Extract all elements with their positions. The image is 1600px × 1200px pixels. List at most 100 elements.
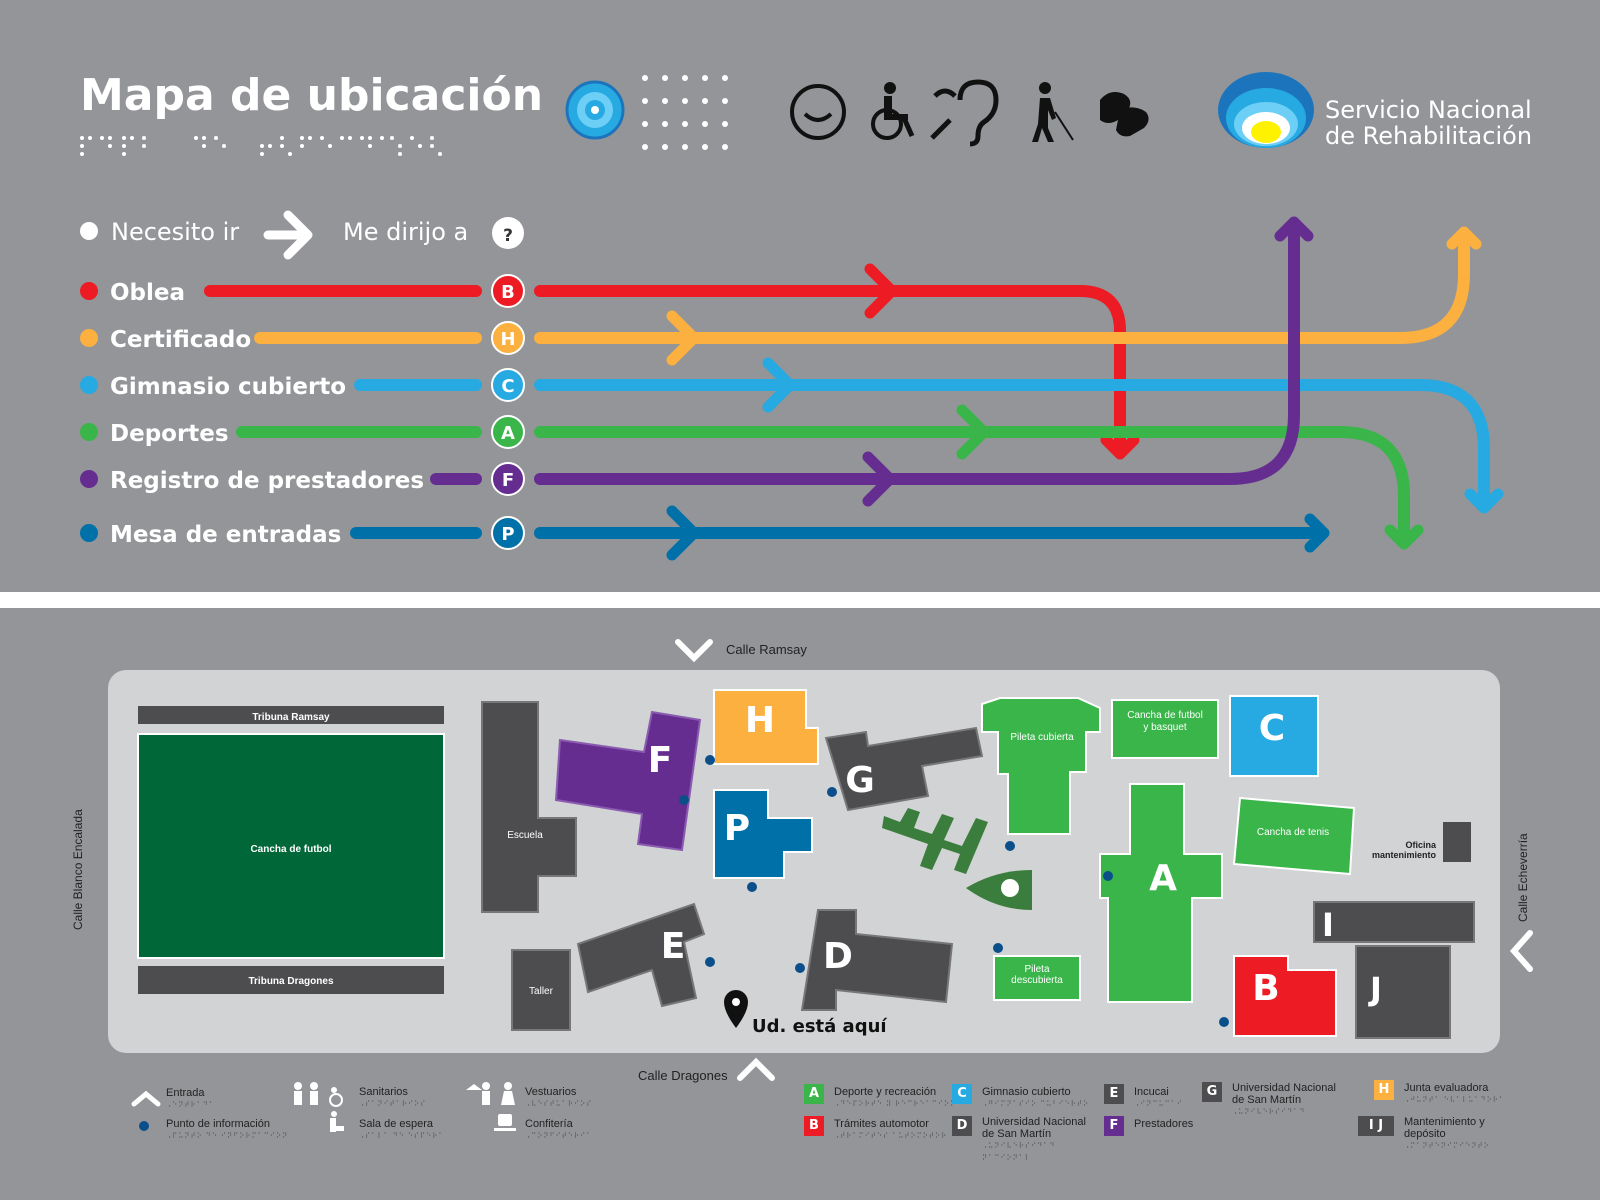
building-taller[interactable] bbox=[511, 949, 571, 1031]
question-mark: ? bbox=[503, 226, 513, 246]
building-d[interactable] bbox=[800, 909, 954, 1011]
legend-ij-swatch: I J bbox=[1358, 1116, 1394, 1136]
route-arrow-icon bbox=[864, 263, 898, 319]
fountain-shape bbox=[966, 870, 1032, 910]
route-destination-badge[interactable] bbox=[491, 321, 525, 355]
tribune-top-label: Tribuna Ramsay bbox=[252, 712, 330, 723]
pileta-cubierta-label: Pileta cubierta bbox=[1010, 732, 1074, 743]
route-line bbox=[534, 379, 1490, 510]
info-point-icon bbox=[139, 1121, 149, 1131]
route-end-arrow-icon bbox=[1384, 524, 1424, 550]
route-end-arrow-icon bbox=[1100, 434, 1140, 460]
legend-ij: Mantenimiento y depósito⠠⠍⠁⠝⠞⠑⠝⠊⠍⠊⠑⠝⠞⠕ bbox=[1404, 1116, 1490, 1150]
legend-d: Universidad Nacional de San Martín⠠⠥⠝⠊⠧⠑… bbox=[982, 1116, 1086, 1162]
entrance-chevron-icon bbox=[131, 1090, 161, 1107]
building-f[interactable] bbox=[554, 710, 702, 852]
route-arrow-icon bbox=[666, 310, 700, 366]
need-label: Necesito ir bbox=[111, 218, 239, 246]
route-row-c: Gimnasio cubierto C bbox=[80, 357, 1504, 514]
route-destination-letter: B bbox=[501, 282, 515, 303]
route-destination-badge[interactable] bbox=[491, 516, 525, 550]
route-dot-icon bbox=[80, 423, 98, 441]
tribune-bottom-label: Tribuna Dragones bbox=[248, 976, 333, 987]
building-c[interactable] bbox=[1229, 695, 1319, 777]
legend-d-swatch: D bbox=[952, 1116, 972, 1136]
entrance-top-icon[interactable] bbox=[675, 639, 713, 663]
braille-dots-icon bbox=[642, 75, 728, 150]
route-line bbox=[534, 228, 1470, 344]
building-i[interactable] bbox=[1313, 901, 1475, 943]
blind-person-icon bbox=[1032, 82, 1074, 142]
building-oficina[interactable] bbox=[1443, 822, 1471, 862]
org-name-line2: de Rehabilitación bbox=[1325, 122, 1532, 150]
entrance-right-icon[interactable] bbox=[1509, 930, 1533, 972]
building-escuela[interactable] bbox=[481, 701, 577, 913]
autism-icon bbox=[790, 84, 846, 140]
you-are-here-label: Ud. está aquí bbox=[752, 1016, 887, 1037]
origin-dot-icon bbox=[80, 222, 98, 240]
changing-room-icon bbox=[466, 1082, 515, 1105]
route-destination-badge[interactable] bbox=[491, 462, 525, 496]
building-j-letter: J bbox=[1368, 970, 1382, 1008]
visual-impairment-icon bbox=[565, 80, 625, 140]
route-end-arrow-icon bbox=[1446, 226, 1482, 250]
legend-a: Deporte y recreación⠠⠙⠑⠏⠕⠗⠞⠑ ⠽ ⠗⠑⠉⠗⠑⠁⠉⠊⠕… bbox=[834, 1086, 957, 1108]
you-are-here-pin-icon bbox=[724, 990, 748, 1028]
route-destination-badge[interactable] bbox=[491, 368, 525, 402]
arrow-right-icon bbox=[263, 210, 313, 260]
building-g-letter: G bbox=[845, 760, 875, 801]
route-label: Registro de prestadores bbox=[110, 468, 424, 494]
building-a-letter: A bbox=[1149, 858, 1177, 899]
street-top: Calle Ramsay bbox=[726, 642, 807, 657]
legend-c-swatch: C bbox=[952, 1084, 972, 1104]
building-p-letter: P bbox=[724, 808, 750, 849]
route-arrow-icon bbox=[762, 357, 796, 413]
route-label: Gimnasio cubierto bbox=[110, 374, 346, 400]
court-tennis[interactable] bbox=[1232, 796, 1356, 876]
route-dot-icon bbox=[80, 282, 98, 300]
legend-restrooms: Sanitarios⠠⠎⠁⠝⠊⠞⠁⠗⠊⠕⠎ bbox=[359, 1086, 427, 1108]
entrance-bottom-icon[interactable] bbox=[737, 1057, 775, 1081]
route-label: Oblea bbox=[110, 280, 185, 306]
court-tennis-label: Cancha de tenis bbox=[1257, 827, 1329, 838]
sign-language-icon bbox=[1100, 92, 1149, 137]
legend-e-swatch: E bbox=[1104, 1084, 1124, 1104]
court-football-basketball[interactable] bbox=[1111, 699, 1219, 759]
building-e[interactable] bbox=[576, 902, 706, 1008]
football-field bbox=[137, 733, 445, 959]
building-pileta-cubierta[interactable] bbox=[981, 697, 1101, 835]
info-points bbox=[679, 755, 1229, 1027]
route-line bbox=[534, 220, 1300, 485]
legend-info-point: Punto de información⠠⠏⠥⠝⠞⠕ ⠙⠑ ⠊⠝⠋⠕⠗⠍⠁⠉⠊⠕… bbox=[166, 1118, 289, 1140]
route-destination-badge[interactable] bbox=[491, 274, 525, 308]
route-dot-icon bbox=[80, 470, 98, 488]
route-destination-letter: C bbox=[501, 376, 514, 397]
taller-label: Taller bbox=[529, 986, 554, 997]
building-p[interactable] bbox=[713, 789, 813, 879]
building-j[interactable] bbox=[1355, 945, 1451, 1039]
pool-outdoor[interactable] bbox=[993, 955, 1081, 1001]
street-left: Calle Blanco Encalada bbox=[71, 809, 85, 930]
street-bottom: Calle Dragones bbox=[638, 1068, 728, 1083]
legend-b-swatch: B bbox=[804, 1116, 824, 1136]
building-a[interactable] bbox=[1099, 783, 1223, 1003]
escuela-label: Escuela bbox=[507, 830, 543, 841]
route-row-b: Oblea B bbox=[80, 263, 1140, 460]
building-d-letter: D bbox=[823, 936, 853, 977]
building-h[interactable] bbox=[713, 689, 819, 765]
route-label: Deportes bbox=[110, 421, 229, 447]
restrooms-icon bbox=[294, 1082, 343, 1107]
building-i-letter: I bbox=[1322, 906, 1334, 944]
route-label: Mesa de entradas bbox=[110, 522, 341, 548]
building-b[interactable] bbox=[1233, 955, 1337, 1037]
building-g[interactable] bbox=[824, 726, 984, 812]
route-destination-badge[interactable] bbox=[491, 415, 525, 449]
street-right: Calle Echeverría bbox=[1516, 833, 1530, 922]
route-dot-icon bbox=[80, 376, 98, 394]
